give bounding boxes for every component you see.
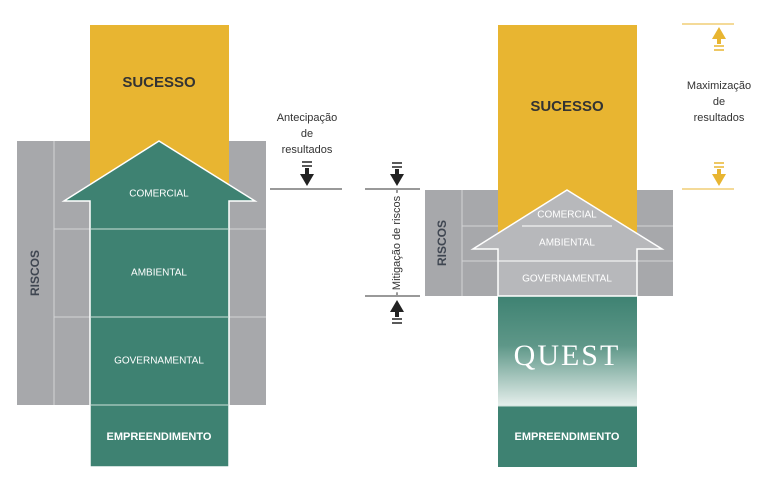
right-layer-governamental: GOVERNAMENTAL [522,274,612,285]
left-layer-comercial: COMERCIAL [129,189,189,200]
right-diagram: RISCOS QUEST EMPREENDIMENTO SUCESSO COME… [425,25,673,467]
left-risks-label: RISCOS [28,250,42,296]
anticipation-line-1: Antecipação [277,112,338,124]
anticipation-line-2: de [301,128,313,140]
down-arrow-icon [712,162,726,186]
mitigation-label: Mitigação de riscos [391,195,403,290]
up-arrow-icon [390,300,404,324]
anticipation-line-3: resultados [282,144,333,156]
down-arrow-icon [390,162,404,186]
maximization-line-2: de [713,96,725,108]
left-diagram: RISCOS SUCESSO COMERCIAL AMBIENTAL GOVER… [17,25,266,468]
maximization-line-3: resultados [694,112,745,124]
anticipation-annotation: Antecipação de resultados [270,112,342,190]
right-risks-label: RISCOS [435,220,449,266]
quest-logo: QUEST [514,339,621,372]
right-base-block [498,406,637,467]
left-success-label: SUCESSO [122,74,196,91]
maximization-annotation: Maximização de resultados [682,23,751,190]
mitigation-annotation: Mitigação de riscos [365,162,420,324]
up-arrow-icon [712,27,726,51]
maximization-line-1: Maximização [687,80,751,92]
left-base-label: EMPREENDIMENTO [107,431,212,443]
right-layer-ambiental: AMBIENTAL [539,238,595,249]
right-base-label: EMPREENDIMENTO [515,431,620,443]
left-layer-governamental: GOVERNAMENTAL [114,356,204,367]
right-quest-block [498,296,637,406]
right-success-label: SUCESSO [530,98,604,115]
left-green-arrow [61,140,258,468]
right-gray-arrow [470,189,665,297]
right-layer-comercial: COMERCIAL [537,210,597,221]
down-arrow-icon [300,161,314,186]
left-layer-ambiental: AMBIENTAL [131,268,187,279]
